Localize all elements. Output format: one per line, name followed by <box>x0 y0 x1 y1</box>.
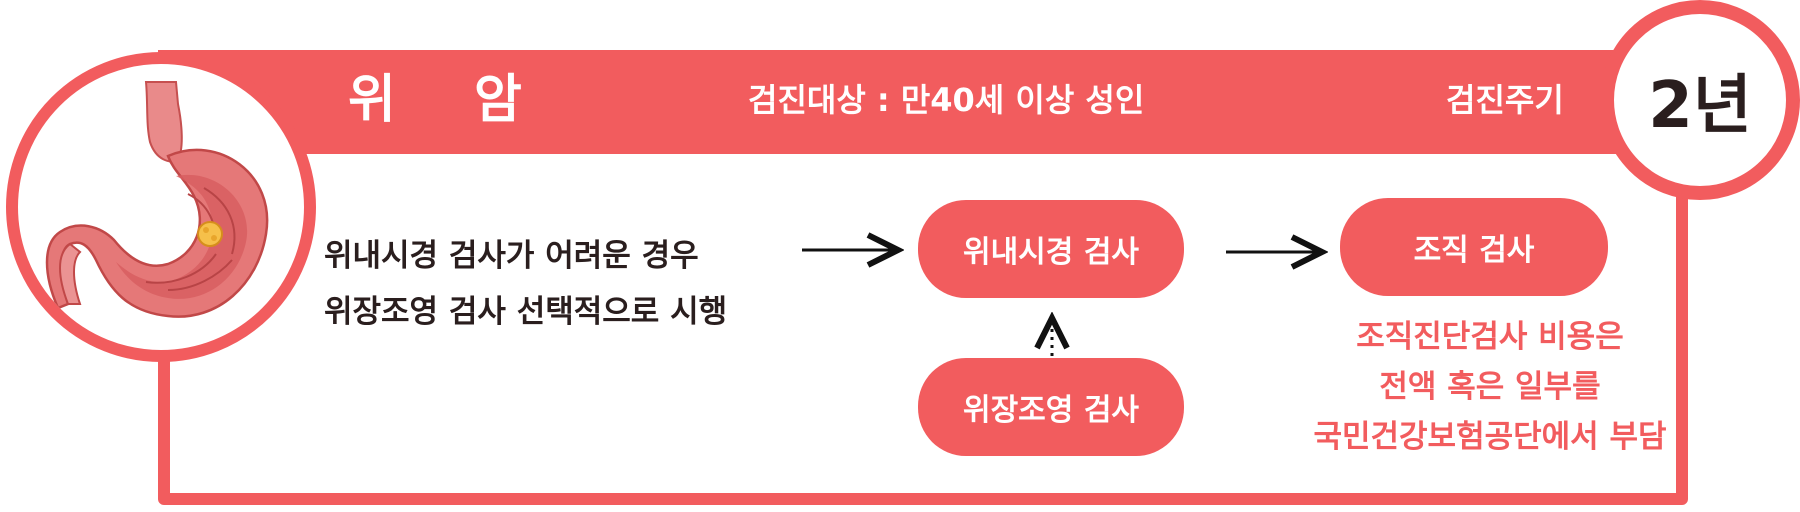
radiography-step: 위장조영 검사 <box>918 358 1184 456</box>
screening-cycle-label: 검진주기 <box>1446 81 1564 119</box>
cost-line: 전액 혹은 일부를 <box>1379 369 1601 405</box>
screening-cycle-value: 2년 <box>1648 69 1752 143</box>
note-line: 위내시경 검사가 어려운 경우 <box>324 238 699 274</box>
biopsy-step: 조직 검사 <box>1340 198 1608 296</box>
biopsy-step-label: 조직 검사 <box>1413 233 1535 268</box>
cost-line: 조직진단검사 비용은 <box>1356 319 1624 355</box>
cost-line: 국민건강보험공단에서 부담 <box>1313 419 1667 455</box>
endoscopy-step: 위내시경 검사 <box>918 200 1184 298</box>
radiography-step-label: 위장조영 검사 <box>962 393 1140 428</box>
screening-target: 검진대상 : 만40세 이상 성인 <box>748 81 1145 119</box>
alternative-note: 위내시경 검사가 어려운 경우 위장조영 검사 선택적으로 시행 <box>324 228 804 340</box>
cost-note: 조직진단검사 비용은 전액 혹은 일부를 국민건강보험공단에서 부담 <box>1280 312 1700 462</box>
page-title: 위 암 <box>348 70 552 130</box>
note-line: 위장조영 검사 선택적으로 시행 <box>324 294 728 330</box>
stomach-illustration-icon <box>45 81 269 318</box>
endoscopy-step-label: 위내시경 검사 <box>962 235 1140 270</box>
header-bar <box>158 50 1688 154</box>
